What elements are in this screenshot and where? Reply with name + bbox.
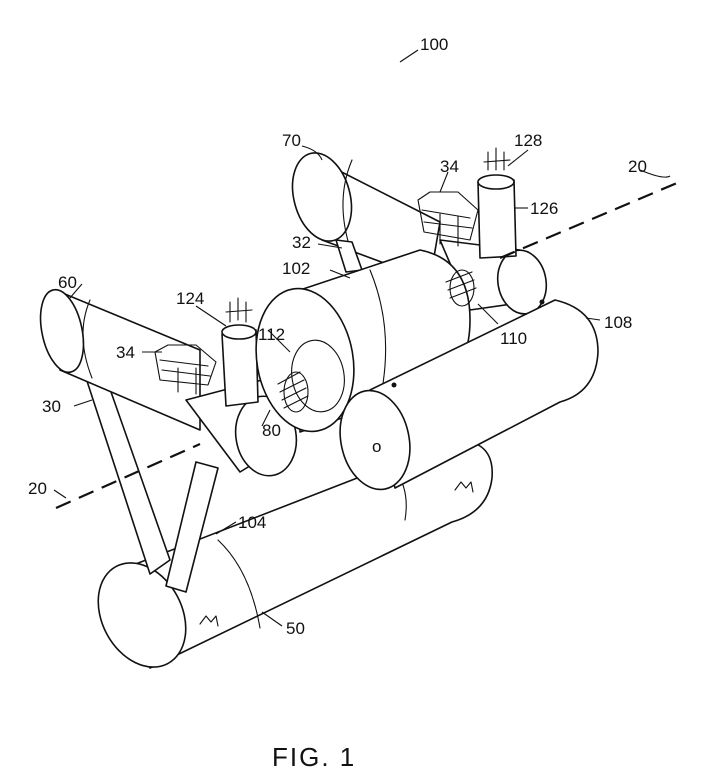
- label-112: 112: [258, 325, 285, 344]
- svg-text:o: o: [372, 437, 381, 456]
- label-70: 70: [282, 131, 301, 150]
- label-108: 108: [604, 313, 632, 332]
- label-128: 128: [514, 131, 542, 150]
- label-80: 80: [262, 421, 281, 440]
- label-20-left: 20: [28, 479, 47, 498]
- label-102: 102: [282, 259, 310, 278]
- label-104: 104: [238, 513, 266, 532]
- label-110: 110: [500, 329, 527, 348]
- figure-caption: FIG. 1: [272, 742, 356, 770]
- label-30: 30: [42, 397, 61, 416]
- float-bottom: [81, 440, 492, 682]
- label-100: 100: [420, 35, 448, 54]
- label-34-left: 34: [116, 343, 135, 362]
- label-50: 50: [286, 619, 305, 638]
- label-124: 124: [176, 289, 204, 308]
- label-60: 60: [58, 273, 77, 292]
- label-32: 32: [292, 233, 311, 252]
- label-34-top: 34: [440, 157, 459, 176]
- label-126: 126: [530, 199, 558, 218]
- label-20-top: 20: [628, 157, 647, 176]
